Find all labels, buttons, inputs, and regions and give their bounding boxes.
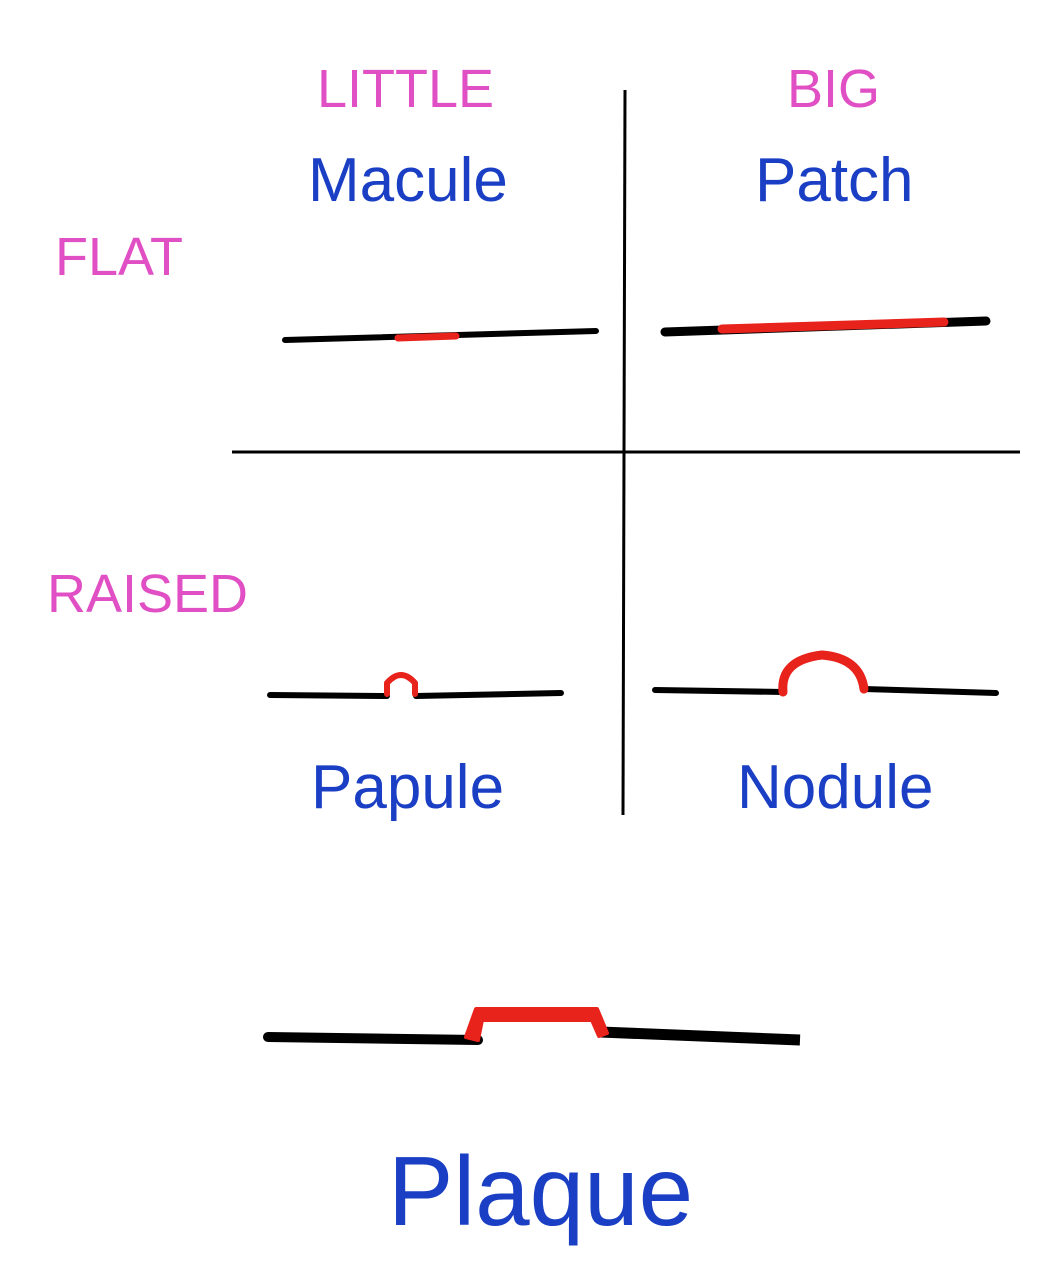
row-header-raised: RAISED xyxy=(47,564,249,624)
term-papule: Papule xyxy=(311,753,505,822)
term-macule: Macule xyxy=(308,146,508,215)
macule-illustration xyxy=(282,328,599,343)
macule-lesion xyxy=(394,332,460,342)
column-header-little: LITTLE xyxy=(317,59,495,119)
nodule-lesion xyxy=(778,650,869,697)
nodule-skin-line-right xyxy=(861,686,999,696)
column-header-big: BIG xyxy=(787,59,881,119)
plaque-skin-line-right xyxy=(599,1026,801,1046)
papule-lesion xyxy=(384,672,418,697)
term-plaque: Plaque xyxy=(388,1136,694,1246)
papule-illustration xyxy=(267,672,564,699)
plaque-illustration xyxy=(263,1007,801,1046)
nodule-skin-line-left xyxy=(652,687,786,695)
papule-skin-line-right xyxy=(413,690,564,699)
nodule-illustration xyxy=(652,650,999,697)
term-patch: Patch xyxy=(755,146,914,215)
plaque-skin-line-left xyxy=(263,1032,483,1045)
term-nodule: Nodule xyxy=(737,753,934,822)
patch-lesion xyxy=(717,317,949,334)
patch-illustration xyxy=(660,316,991,337)
papule-skin-line-left xyxy=(267,692,390,699)
row-header-flat: FLAT xyxy=(55,227,184,287)
plaque-lesion xyxy=(464,1007,609,1042)
